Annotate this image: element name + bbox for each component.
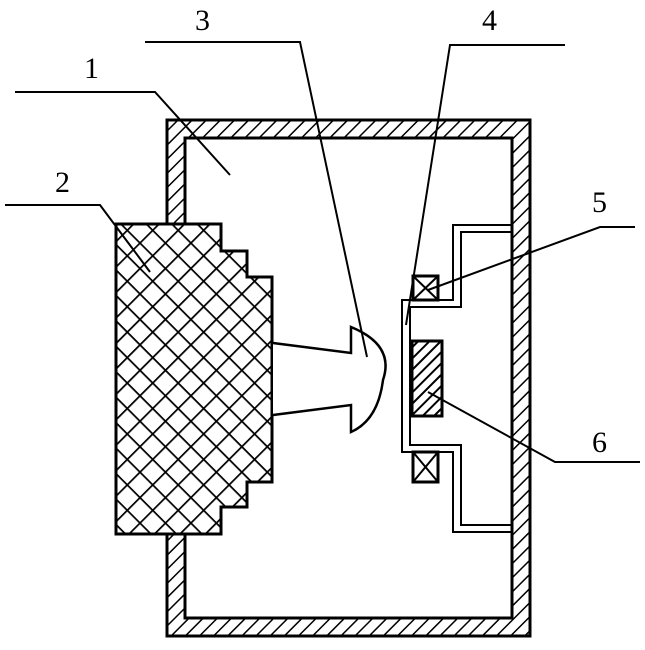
magnet	[410, 339, 444, 418]
coil-bottom	[411, 450, 440, 484]
label-4: 4	[482, 4, 497, 37]
leader-1	[15, 91, 231, 176]
label-1: 1	[84, 52, 99, 85]
horn	[272, 325, 387, 434]
leader-6	[427, 391, 640, 463]
leader-5	[427, 226, 635, 291]
stepped-block	[114, 222, 274, 536]
leader-4	[405, 44, 565, 326]
label-5: 5	[592, 186, 607, 219]
leader-lines	[5, 41, 640, 463]
label-3: 3	[195, 4, 210, 37]
leader-3	[145, 41, 368, 358]
bracket	[401, 224, 512, 533]
label-6: 6	[592, 426, 607, 459]
leader-2	[5, 204, 151, 273]
label-2: 2	[55, 166, 70, 199]
